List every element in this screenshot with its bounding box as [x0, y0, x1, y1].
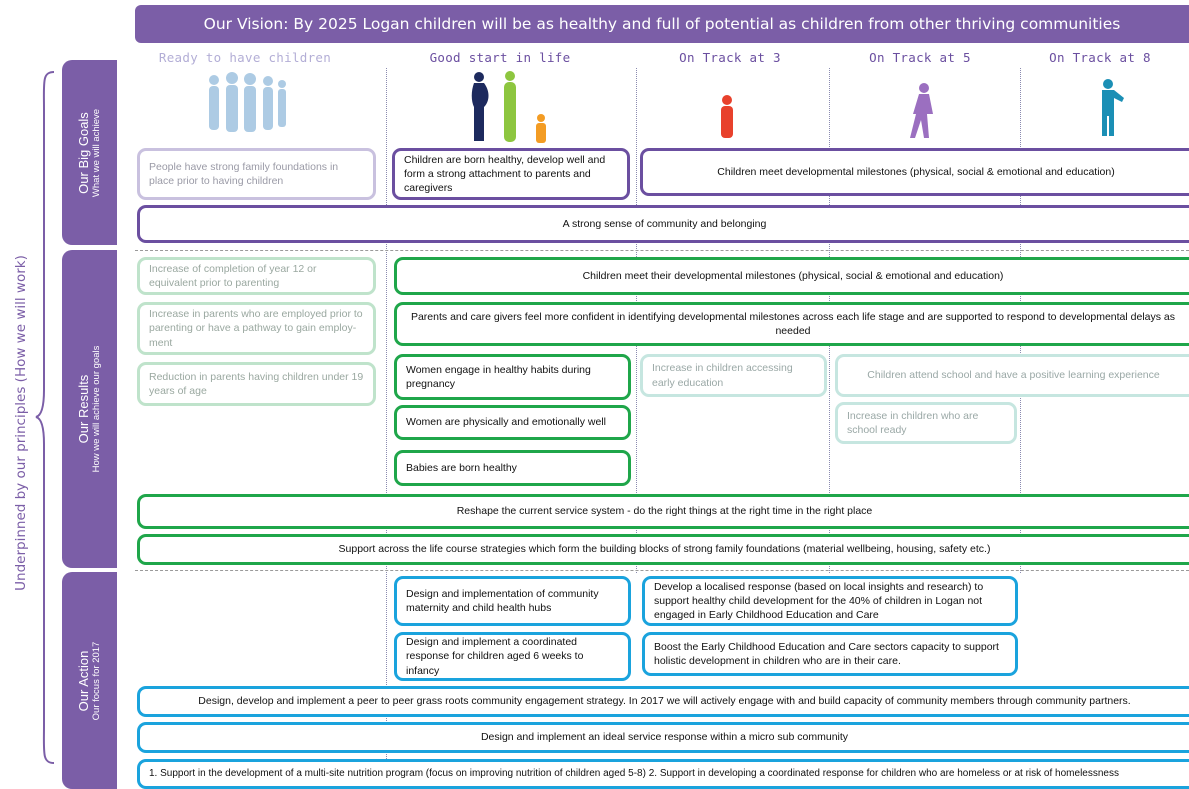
goal-community: A strong sense of community and belongin… [137, 205, 1189, 243]
principles-label: Underpinned by our principles (How we wi… [13, 254, 29, 591]
action-coordinated-infancy: Design and implement a coordinated respo… [394, 632, 631, 681]
parents-with-child-figure [471, 71, 546, 143]
result-school-positive: Children attend school and have a positi… [835, 354, 1189, 397]
family-group-figure [209, 72, 286, 132]
goal-milestones: Children meet developmental milestones (… [640, 148, 1189, 196]
principles-brace [35, 71, 55, 764]
section-divider [135, 570, 1189, 571]
band-title: Our Results [75, 374, 91, 444]
band-title: Our Action [75, 650, 91, 711]
result-babies-healthy: Babies are born healthy [394, 450, 631, 486]
stage-track-5: On Track at 5 [869, 50, 971, 65]
action-localised: Develop a localised response (based on l… [642, 576, 1018, 626]
result-early-education: Increase in children accessing early edu… [640, 354, 827, 397]
band-subtitle: How we will achieve our goals [90, 345, 102, 473]
action-micro: Design and implement an ideal service re… [137, 722, 1189, 753]
vision-banner: Our Vision: By 2025 Logan children will … [135, 5, 1189, 43]
goal-good-start: Children are born healthy, develop well … [392, 148, 630, 200]
action-ecec: Boost the Early Childhood Education and … [642, 632, 1018, 676]
stage-good-start: Good start in life [429, 50, 571, 65]
result-under19: Reduction in parents having children und… [137, 362, 376, 406]
action-nutrition: 1. Support in the development of a multi… [137, 759, 1189, 789]
result-parents-confident: Parents and care givers feel more confid… [394, 302, 1189, 346]
toddler-figure [721, 95, 733, 138]
stage-track-3: On Track at 3 [679, 50, 781, 65]
result-dev-milestones: Children meet their developmental milest… [394, 257, 1189, 295]
result-school-ready: Increase in children who are school read… [835, 402, 1017, 444]
stage-track-8: On Track at 8 [1049, 50, 1151, 65]
column-divider [386, 68, 387, 783]
stage-ready: Ready to have children [158, 50, 332, 65]
result-healthy-habits: Women engage in healthy habits during pr… [394, 354, 631, 400]
child-reading-figure [1102, 79, 1124, 136]
result-year12: Increase of completion of year 12 or equ… [137, 257, 376, 295]
result-women-well: Women are physically and emotionally wel… [394, 405, 631, 440]
action-peer: Design, develop and implement a peer to … [137, 686, 1189, 717]
section-divider [135, 250, 1189, 251]
band-subtitle: What we will achieve [90, 108, 102, 197]
band-title: Our Big Goals [75, 111, 91, 194]
vision-text: Our Vision: By 2025 Logan children will … [203, 15, 1121, 33]
result-reshape: Reshape the current service system - do … [137, 494, 1189, 529]
child-running-figure [910, 83, 933, 138]
result-employed: Increase in parents who are employed pri… [137, 302, 376, 355]
band-subtitle: Our focus for 2017 [90, 641, 102, 720]
goal-ready: People have strong family foundations in… [137, 148, 376, 200]
action-hubs: Design and implementation of community m… [394, 576, 631, 626]
result-support-life: Support across the life course strategie… [137, 534, 1189, 565]
